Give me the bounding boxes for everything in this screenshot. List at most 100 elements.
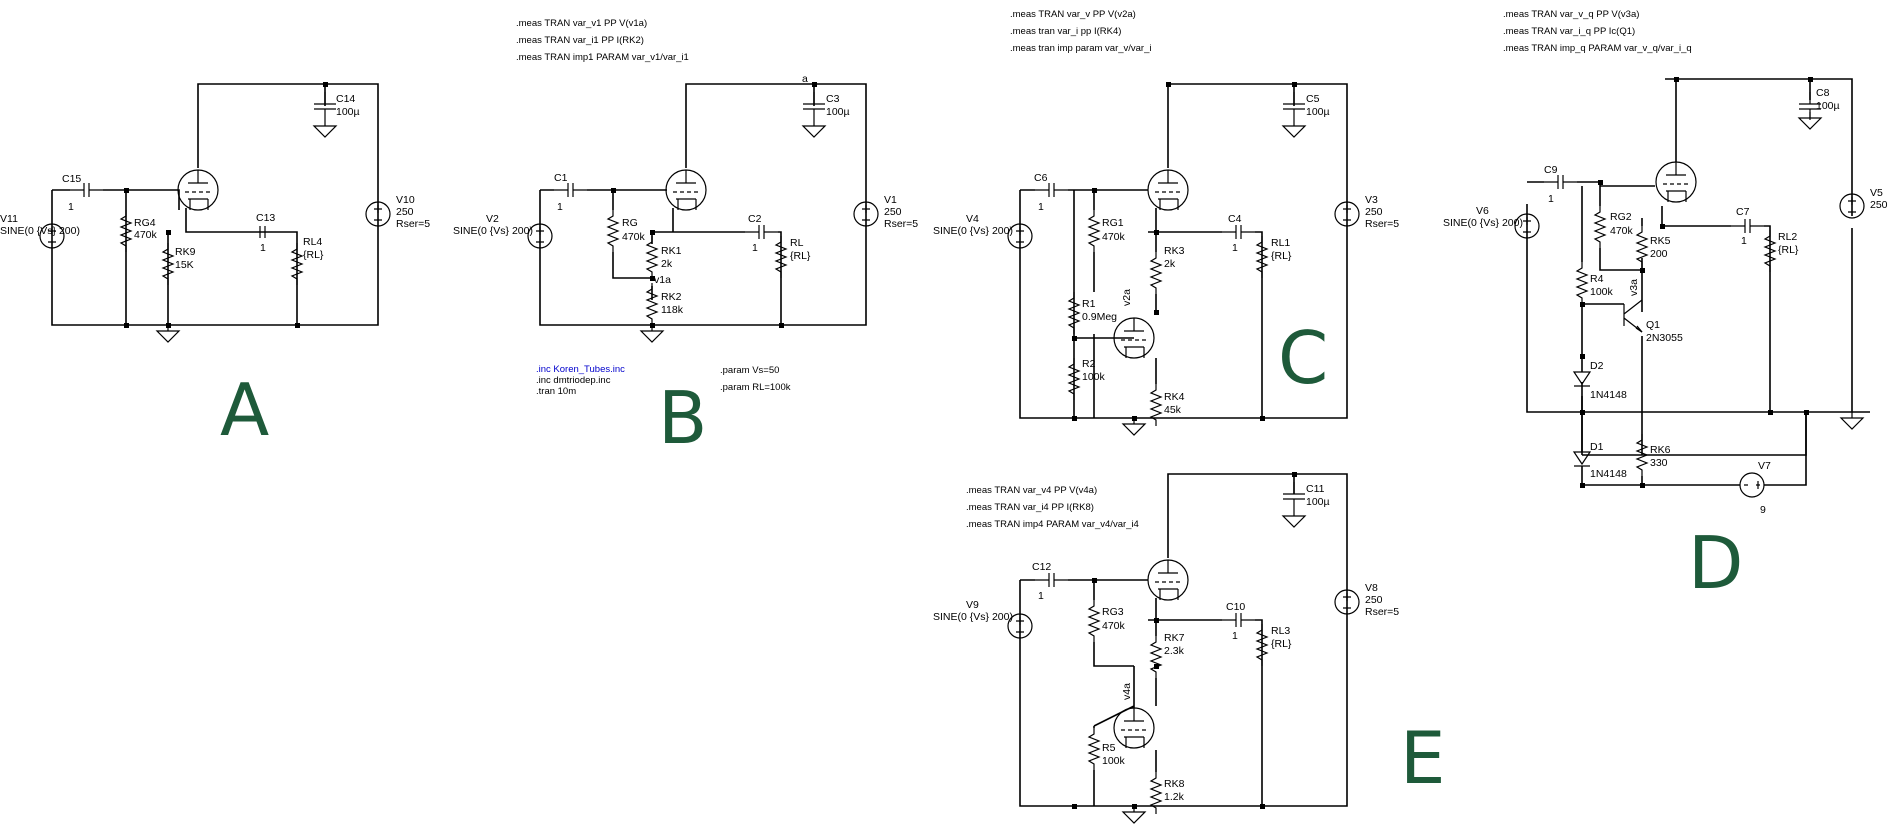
d-directive-1: .meas TRAN var_v_q PP V(v3a) xyxy=(1503,9,1639,20)
d-rk6-label: RK6 xyxy=(1650,444,1671,456)
section-e-circuit[interactable] xyxy=(1007,472,1360,824)
section-d-circuit[interactable] xyxy=(1514,77,1870,498)
d-v6-label: V6 xyxy=(1476,205,1489,217)
d-directive-3: .meas TRAN imp_q PARAM var_v_q/var_i_q xyxy=(1503,43,1692,54)
d-directive-2: .meas TRAN var_i_q PP Ic(Q1) xyxy=(1503,26,1635,37)
c-node-v2a: v2a xyxy=(1121,289,1133,306)
b-param-rl: .param RL=100k xyxy=(720,382,791,393)
b-inc-dmt: .inc dmtriodep.inc xyxy=(536,375,611,386)
e-rl3-value: {RL} xyxy=(1271,638,1292,650)
c-v4-source: SINE(0 {Vs} 200) xyxy=(933,225,1013,237)
d-c8-label: C8 xyxy=(1816,87,1830,99)
c-c5-label: C5 xyxy=(1306,93,1320,105)
b-rl-label: RL xyxy=(790,237,804,249)
a-c13-label: C13 xyxy=(256,212,275,224)
d-rl2-label: RL2 xyxy=(1778,231,1797,243)
b-v1-rser: Rser=5 xyxy=(884,218,918,230)
d-d2-label: D2 xyxy=(1590,360,1604,372)
b-c1-label: C1 xyxy=(554,172,568,184)
e-rl3-label: RL3 xyxy=(1271,625,1290,637)
c-r1-value: 0.9Meg xyxy=(1082,311,1117,323)
e-directive-3: .meas TRAN imp4 PARAM var_v4/var_i4 xyxy=(966,519,1139,530)
e-c11-label: C11 xyxy=(1306,483,1325,495)
c-r2-value: 100k xyxy=(1082,371,1106,383)
b-c3-value: 100µ xyxy=(826,106,850,118)
section-c-circuit[interactable] xyxy=(1007,82,1360,436)
b-directive-1: .meas TRAN var_v1 PP V(v1a) xyxy=(516,18,647,29)
e-directive-2: .meas TRAN var_i4 PP I(RK8) xyxy=(966,502,1094,513)
d-c7-label: C7 xyxy=(1736,206,1750,218)
e-rg3-label: RG3 xyxy=(1102,606,1124,618)
section-b-circuit[interactable] xyxy=(527,82,879,343)
a-c14-label: C14 xyxy=(336,93,355,105)
a-v11-source: SINE(0 {Vs} 200) xyxy=(0,225,80,237)
d-r4-label: R4 xyxy=(1590,273,1604,285)
b-rk1-value: 2k xyxy=(661,258,673,270)
e-v9-source: SINE(0 {Vs} 200) xyxy=(933,611,1013,623)
a-rk9-value: 15K xyxy=(175,259,194,271)
c-rl1-label: RL1 xyxy=(1271,237,1290,249)
d-v5-label: V5 xyxy=(1870,187,1883,199)
d-d1-value: 1N4148 xyxy=(1590,468,1627,480)
e-c12-value: 1 xyxy=(1038,590,1044,602)
d-v7-source xyxy=(1739,472,1765,498)
e-r5-value: 100k xyxy=(1102,755,1126,767)
b-c3-label: C3 xyxy=(826,93,840,105)
a-rg4-value: 470k xyxy=(134,229,158,241)
d-v6-source: SINE(0 {Vs} 200) xyxy=(1443,217,1523,229)
b-param-vs: .param Vs=50 xyxy=(720,365,779,376)
d-v7-label: V7 xyxy=(1758,460,1771,472)
section-a-circuit[interactable] xyxy=(39,82,391,343)
e-c11-value: 100µ xyxy=(1306,496,1330,508)
d-d1-label: D1 xyxy=(1590,441,1604,453)
c-r1-label: R1 xyxy=(1082,298,1096,310)
d-q1-label: Q1 xyxy=(1646,319,1660,331)
e-r5-label: R5 xyxy=(1102,742,1116,754)
c-rk3-label: RK3 xyxy=(1164,245,1185,257)
section-c-letter: C xyxy=(1278,316,1328,400)
section-b-letter: B xyxy=(658,376,707,460)
d-rk6-value: 330 xyxy=(1650,457,1668,469)
d-v5-value: 250 xyxy=(1870,199,1888,211)
b-c1-value: 1 xyxy=(557,201,563,213)
e-v9-label: V9 xyxy=(966,599,979,611)
b-node-a: a xyxy=(802,73,808,85)
c-directive-1: .meas TRAN var_v PP V(v2a) xyxy=(1010,9,1136,20)
a-v11-label: V11 xyxy=(0,213,18,225)
section-e-letter: E xyxy=(1400,716,1446,800)
a-rg4-label: RG4 xyxy=(134,217,156,229)
e-rg3-value: 470k xyxy=(1102,620,1126,632)
d-d2-diode xyxy=(1572,371,1592,387)
b-inc-koren[interactable]: .inc Koren_Tubes.inc xyxy=(536,364,625,375)
a-c15-value: 1 xyxy=(68,201,74,213)
section-a-letter: A xyxy=(220,368,269,452)
d-d2-value: 1N4148 xyxy=(1590,389,1627,401)
d-c7-value: 1 xyxy=(1741,235,1747,247)
d-c8-value: 100µ xyxy=(1816,100,1840,112)
c-rk4-value: 45k xyxy=(1164,404,1182,416)
b-v1-value: 250 xyxy=(884,206,902,218)
b-rk1-label: RK1 xyxy=(661,245,682,257)
c-c5-value: 100µ xyxy=(1306,106,1330,118)
e-v8-value: 250 xyxy=(1365,594,1383,606)
d-rg2-label: RG2 xyxy=(1610,211,1632,223)
d-c9-value: 1 xyxy=(1548,193,1554,205)
c-rk4-label: RK4 xyxy=(1164,391,1185,403)
section-d-letter: D xyxy=(1688,521,1743,605)
c-rl1-value: {RL} xyxy=(1271,250,1292,262)
e-node-v4a: v4a xyxy=(1121,683,1133,700)
d-rl2-value: {RL} xyxy=(1778,244,1799,256)
a-v10-value: 250 xyxy=(396,206,414,218)
c-v3-value: 250 xyxy=(1365,206,1383,218)
c-v3-label: V3 xyxy=(1365,194,1378,206)
e-directive-1: .meas TRAN var_v4 PP V(v4a) xyxy=(966,485,1097,496)
b-directive-2: .meas TRAN var_i1 PP I(RK2) xyxy=(516,35,644,46)
c-c6-value: 1 xyxy=(1038,201,1044,213)
e-rk7-label: RK7 xyxy=(1164,632,1185,644)
b-rk2-value: 118k xyxy=(661,304,684,316)
b-v2-label: V2 xyxy=(486,213,499,225)
d-c9-label: C9 xyxy=(1544,164,1558,176)
e-c10-label: C10 xyxy=(1226,601,1245,613)
e-rk8-value: 1.2k xyxy=(1164,791,1185,803)
